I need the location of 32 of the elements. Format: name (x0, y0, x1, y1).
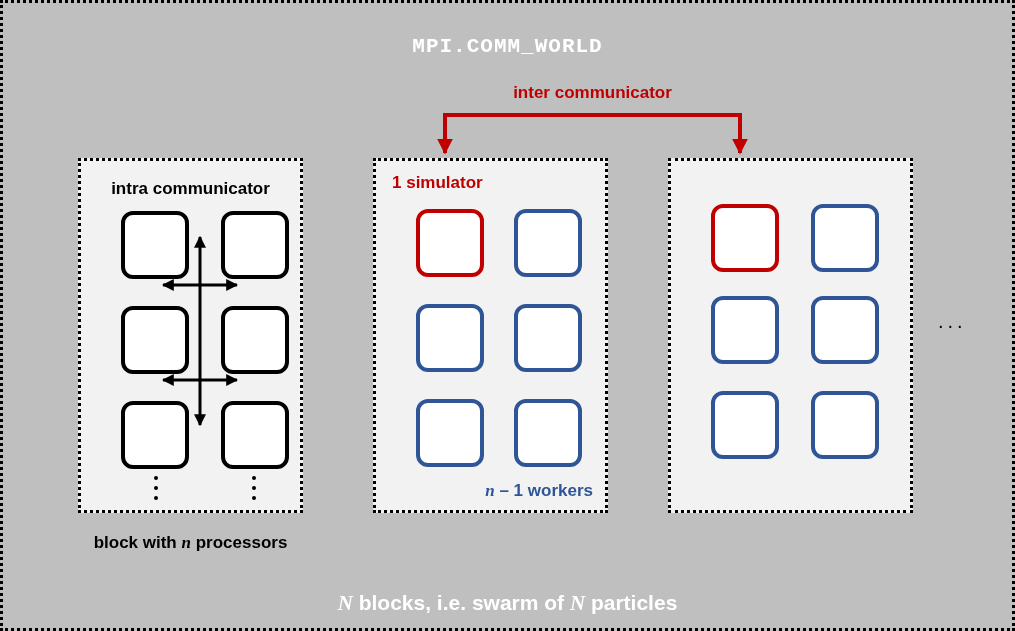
processor-box (221, 306, 289, 374)
processor-box (811, 204, 879, 272)
processor-box (416, 209, 484, 277)
processor-box (121, 306, 189, 374)
edge-label: inter communicator (512, 83, 673, 103)
double-arrow (194, 235, 206, 427)
double-arrow (161, 279, 239, 291)
continuation-ellipsis: ... (938, 310, 967, 333)
world-title: MPI.COMM_WORLD (411, 35, 604, 58)
simulator-label: 1 simulator (392, 173, 483, 193)
processor-box (221, 211, 289, 279)
processor-box (711, 296, 779, 364)
processor-box (711, 391, 779, 459)
processor-box (811, 296, 879, 364)
block-caption: block with n processors (92, 532, 289, 554)
block-heading: intra communicator (110, 179, 271, 199)
processor-box (416, 399, 484, 467)
connector-arrow (437, 113, 748, 155)
processor-box (121, 211, 189, 279)
processor-box (121, 401, 189, 469)
processor-box (514, 399, 582, 467)
processor-box (514, 209, 582, 277)
processor-box (711, 204, 779, 272)
workers-label: n – 1 workers (485, 481, 593, 501)
swarm-caption: N blocks, i.e. swarm of N particles (336, 591, 679, 616)
processor-box (221, 401, 289, 469)
double-arrow (161, 374, 239, 386)
processor-box (811, 391, 879, 459)
processor-box (514, 304, 582, 372)
block-panel (668, 158, 913, 513)
block-panel (373, 158, 608, 513)
processor-box (416, 304, 484, 372)
